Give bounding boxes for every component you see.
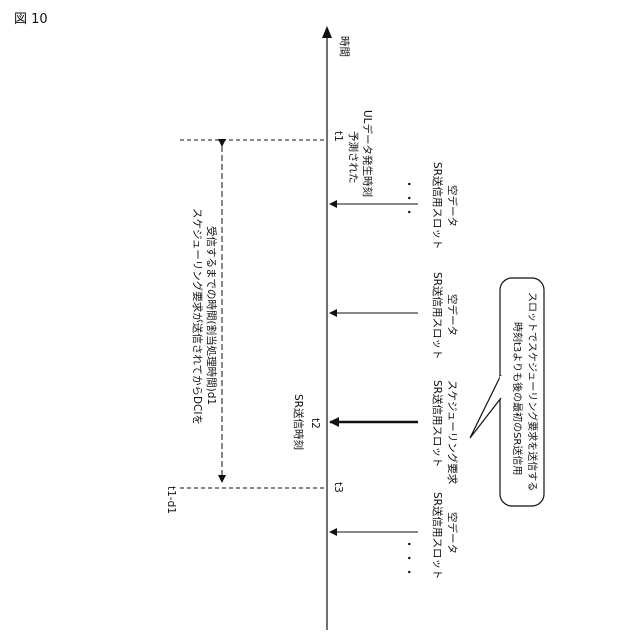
t1-d1-label: t1-d1: [165, 486, 177, 514]
slot-2-label-line1: SR送信用スロット: [431, 272, 444, 359]
ellipsis-bottom: ・・・: [402, 538, 416, 580]
callout-line1: 時刻t3よりも後の最初のSR送信用: [511, 322, 524, 475]
slot-request-label-line2: スケジューリング要求: [446, 380, 459, 485]
slot-4-label-line2: 空データ: [446, 512, 459, 554]
slot-1-label-line2: 空データ: [446, 185, 459, 227]
span-label-line1: スケジューリング要求が送信されてからDCIを: [191, 208, 204, 425]
ellipsis-top: ・・・: [402, 178, 416, 220]
slot-2-label-line2: 空データ: [446, 294, 459, 336]
slot-1-label-line1: SR送信用スロット: [431, 162, 444, 249]
t1-label: t1: [332, 131, 344, 142]
t2-label: t2: [309, 418, 321, 429]
callout-pointer: [470, 375, 501, 438]
t1-event-line2: ULデータ発生時刻: [361, 110, 374, 197]
time-axis-arrowhead: [322, 26, 332, 38]
slot-request-label-line1: SR送信用スロット: [431, 380, 444, 467]
time-axis-label: 時間: [338, 36, 350, 57]
callout-line2: スロットでスケジューリング要求を送信する: [526, 292, 539, 491]
span-label-line2: 受信するまでの時間(割当処理時間)d1: [205, 226, 218, 405]
t2-event-label: SR送信時刻: [292, 394, 305, 450]
slot-4-label-line1: SR送信用スロット: [431, 492, 444, 579]
t1-event-line1: 予測された: [347, 131, 360, 184]
t3-label: t3: [332, 482, 344, 493]
